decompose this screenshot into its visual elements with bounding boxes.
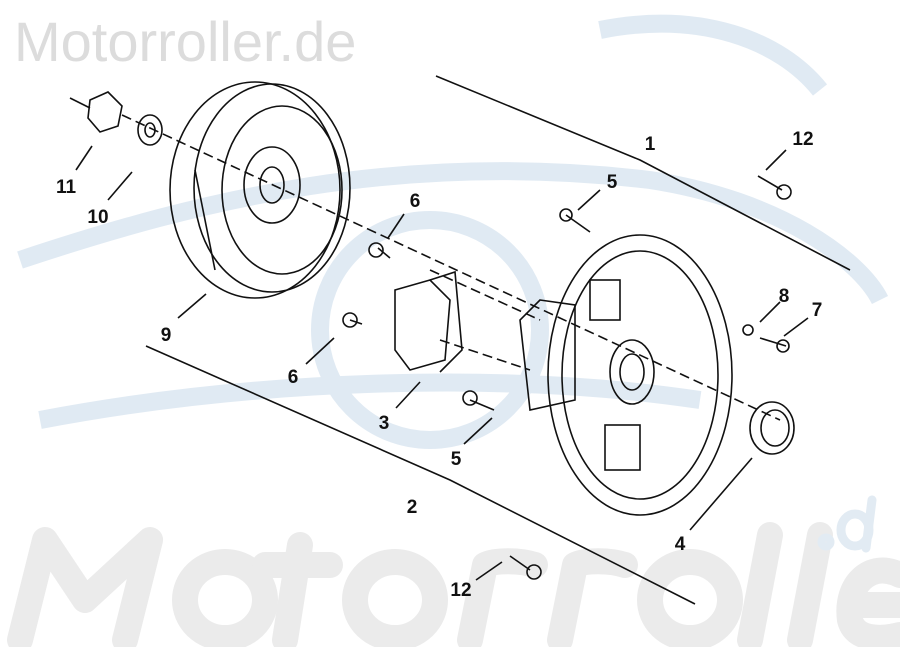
callout-12-upper: 12 <box>792 129 814 150</box>
callout-7: 7 <box>811 300 823 321</box>
oil-seal-part <box>749 401 795 455</box>
callout-2: 2 <box>406 497 418 518</box>
group-bracket-1 <box>435 75 851 271</box>
nut-part <box>87 91 123 133</box>
pulse-generator-part <box>394 270 463 373</box>
callout-9: 9 <box>160 325 172 346</box>
callout-4: 4 <box>674 534 686 555</box>
callout-6-lower: 6 <box>287 367 299 388</box>
callout-11: 11 <box>55 177 77 198</box>
watermark-suffix-logo <box>817 495 877 553</box>
watermark-top: Motorroller.de <box>14 10 357 73</box>
watermark-bottom-logo <box>7 522 900 647</box>
callout-5-upper: 5 <box>606 172 618 193</box>
watermark-logo <box>17 14 889 449</box>
group-bracket-2 <box>145 345 696 605</box>
washer-part <box>137 114 163 146</box>
callout-6-upper: 6 <box>409 191 421 212</box>
stator-plate-part <box>519 234 733 516</box>
screw-parts <box>342 175 792 580</box>
callout-5-lower: 5 <box>450 449 462 470</box>
callout-10: 10 <box>87 207 109 228</box>
callout-12-lower: 12 <box>450 580 472 601</box>
callout-3: 3 <box>378 413 390 434</box>
callout-1: 1 <box>644 134 656 155</box>
callout-8: 8 <box>778 286 790 307</box>
flywheel-part <box>169 81 351 299</box>
